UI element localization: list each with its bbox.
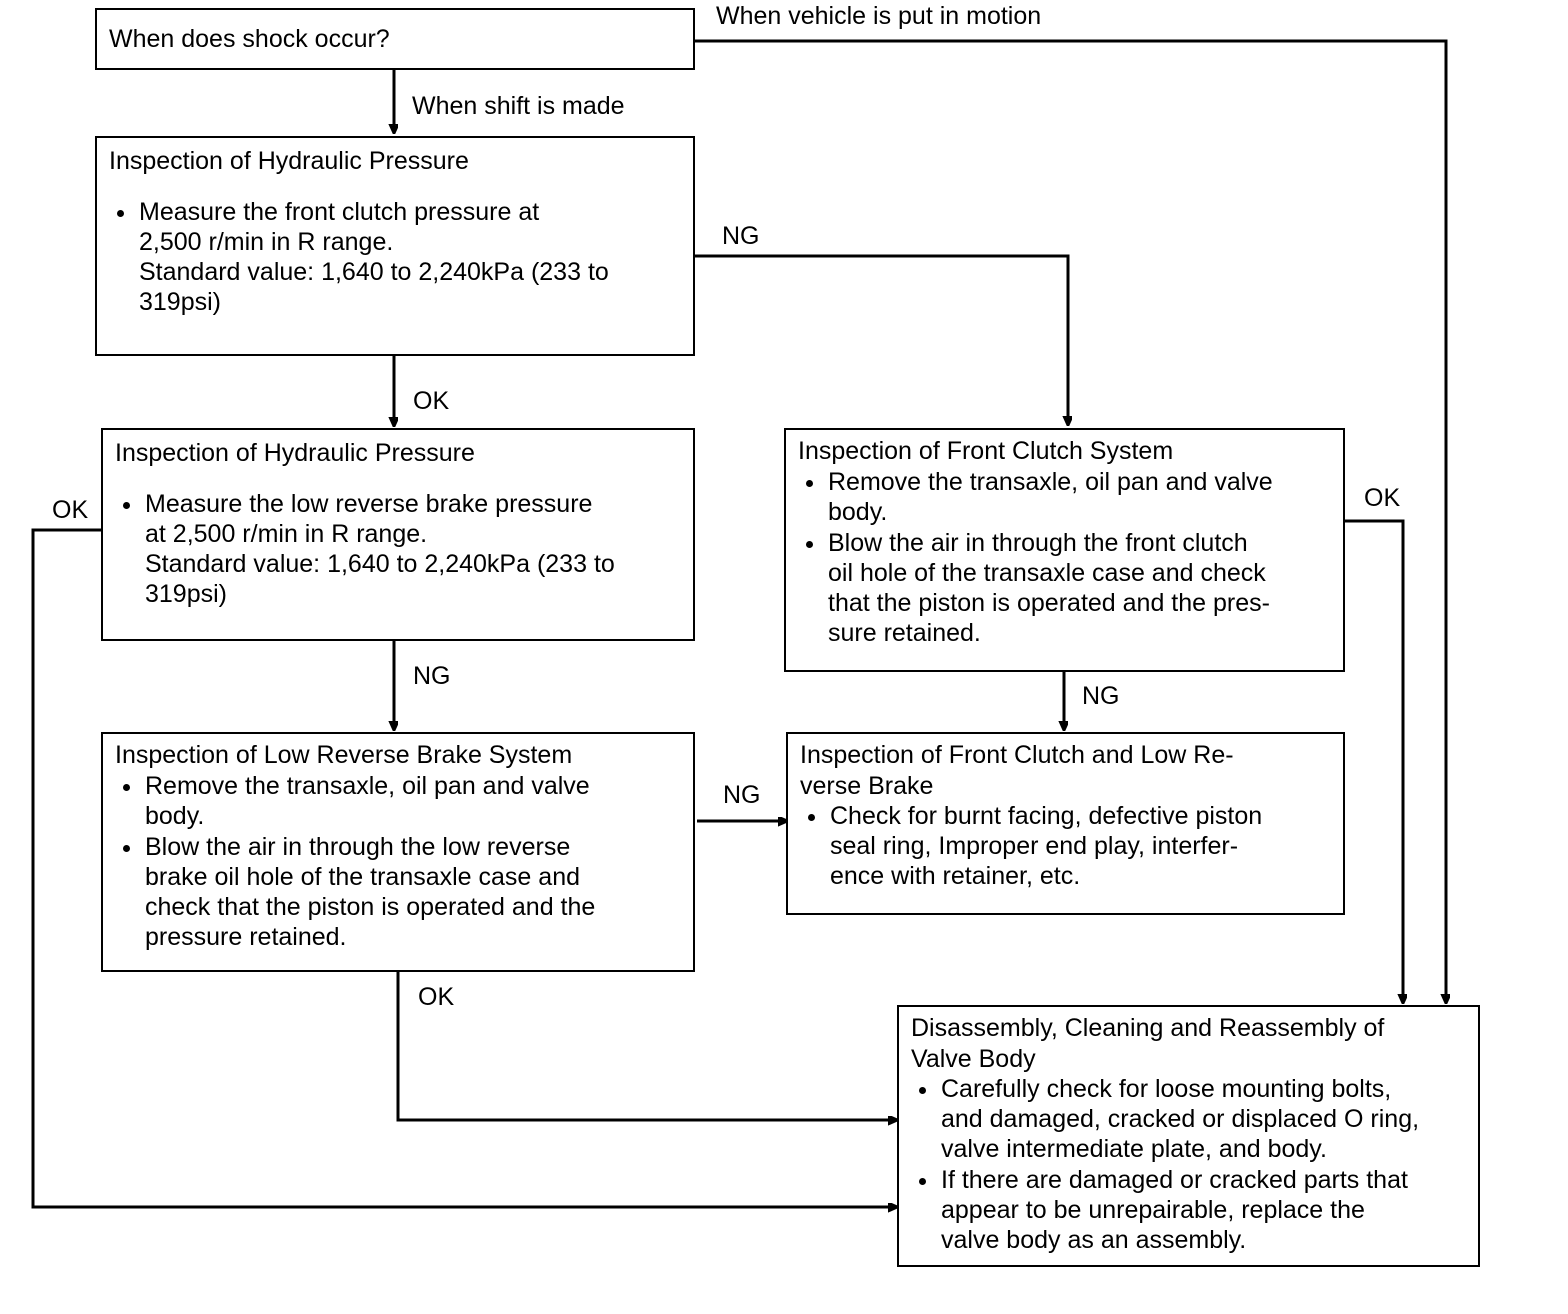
edge-label-shift-is-made: When shift is made <box>412 92 625 120</box>
node-hydraulic-front-clutch-bullets: Measure the front clutch pressure at 2,5… <box>109 197 681 317</box>
node-front-clutch-and-low-reverse-brake-bullets: Check for burnt facing, defective piston… <box>800 801 1331 891</box>
wire-ok-to-valve-body <box>396 972 896 1120</box>
edge-label-ok-left-loop: OK <box>52 496 89 524</box>
edge-label-vehicle-in-motion: When vehicle is put in motion <box>716 2 1042 30</box>
list-item: Remove the transaxle, oil pan and valve … <box>798 467 1331 527</box>
node-hydraulic-front-clutch-title: Inspection of Hydraulic Pressure <box>109 147 469 175</box>
node-low-reverse-brake-system-bullets: Remove the transaxle, oil pan and valve … <box>115 771 681 952</box>
edge-label-ng-clutch-to-clutch-brake: NG <box>1082 682 1120 710</box>
node-front-clutch-and-low-reverse-brake-title: Inspection of Front Clutch and Low Re- v… <box>800 741 1234 800</box>
wire-ok-right-loop <box>1345 519 1403 1002</box>
node-low-reverse-brake-system-title: Inspection of Low Reverse Brake System <box>115 741 573 769</box>
node-front-clutch-system-bullets: Remove the transaxle, oil pan and valve … <box>798 467 1331 648</box>
list-item: Remove the transaxle, oil pan and valve … <box>115 771 681 831</box>
list-item: Measure the front clutch pressure at 2,5… <box>109 197 681 317</box>
list-item: Measure the low reverse brake pressure a… <box>115 489 681 609</box>
node-shock-question-title: When does shock occur? <box>109 24 390 53</box>
wire-ng-front-clutch <box>695 254 1068 424</box>
list-item: Blow the air in through the low reverse … <box>115 832 681 952</box>
node-hydraulic-low-reverse-title: Inspection of Hydraulic Pressure <box>115 439 475 467</box>
node-valve-body-title: Disassembly, Cleaning and Reassembly of … <box>911 1014 1385 1073</box>
edge-label-ng-front-clutch: NG <box>722 222 760 250</box>
list-item: Carefully check for loose mounting bolts… <box>911 1074 1466 1164</box>
node-hydraulic-front-clutch[interactable]: Inspection of Hydraulic Pressure Measure… <box>95 136 695 356</box>
list-item: Blow the air in through the front clutch… <box>798 528 1331 648</box>
node-front-clutch-system-title: Inspection of Front Clutch System <box>798 437 1174 465</box>
node-low-reverse-brake-system[interactable]: Inspection of Low Reverse Brake System R… <box>101 732 695 972</box>
node-front-clutch-system[interactable]: Inspection of Front Clutch System Remove… <box>784 428 1345 672</box>
list-item: Check for burnt facing, defective piston… <box>800 801 1331 891</box>
edge-label-ok-to-valve-body: OK <box>418 983 455 1011</box>
node-valve-body-bullets: Carefully check for loose mounting bolts… <box>911 1074 1466 1255</box>
node-front-clutch-and-low-reverse-brake[interactable]: Inspection of Front Clutch and Low Re- v… <box>786 732 1345 915</box>
edge-label-ng-brake-to-clutch-brake: NG <box>723 781 761 809</box>
list-item: If there are damaged or cracked parts th… <box>911 1165 1466 1255</box>
edge-label-ng-to-low-reverse-brake: NG <box>413 662 451 690</box>
node-valve-body[interactable]: Disassembly, Cleaning and Reassembly of … <box>897 1005 1480 1267</box>
node-shock-question[interactable]: When does shock occur? <box>95 8 695 70</box>
node-hydraulic-low-reverse[interactable]: Inspection of Hydraulic Pressure Measure… <box>101 428 695 641</box>
node-hydraulic-low-reverse-bullets: Measure the low reverse brake pressure a… <box>115 489 681 609</box>
edge-label-ok-right-loop: OK <box>1364 484 1401 512</box>
edge-label-ok-to-low-reverse: OK <box>413 387 450 415</box>
